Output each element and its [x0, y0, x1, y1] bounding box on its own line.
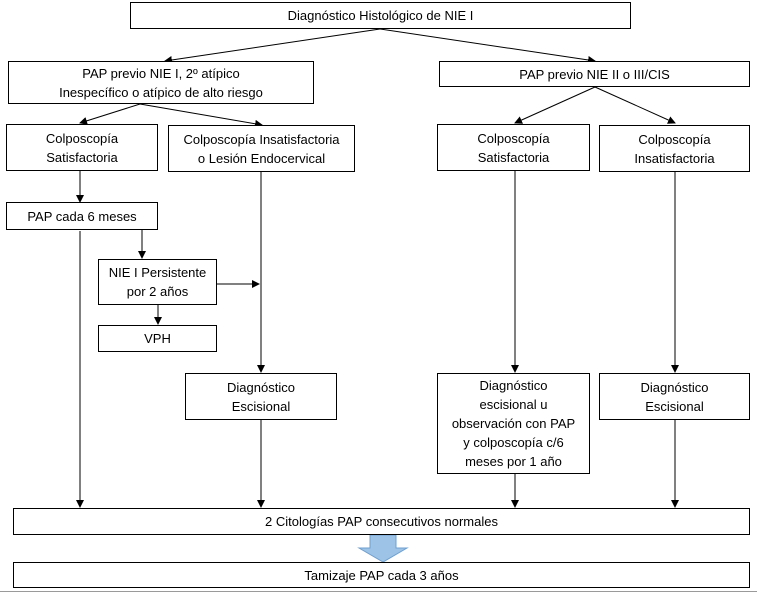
- down-block-arrow-icon: [357, 534, 409, 563]
- node-nie-persistente: NIE I Persistente por 2 años: [98, 259, 217, 305]
- node-pap-cada-6-meses: PAP cada 6 meses: [6, 202, 158, 230]
- edge-right-colpoinsat: [594, 86, 676, 124]
- node-citologias-normales: 2 Citologías PAP consecutivos normales: [13, 508, 750, 535]
- node-colposcopia-satisfactoria-left: Colposcopía Satisfactoria: [6, 124, 158, 171]
- node-left-branch: PAP previo NIE I, 2º atípico Inespecífic…: [8, 61, 314, 104]
- node-colposcopia-satisfactoria-right: Colposcopía Satisfactoria: [437, 124, 590, 171]
- edge-root-left: [164, 28, 381, 64]
- edge-root-right: [379, 28, 596, 64]
- node-diagnostico-escisional-right: Diagnóstico Escisional: [599, 373, 750, 420]
- node-diagnostico-escisional-observacion: Diagnóstico escisional u observación con…: [437, 373, 590, 474]
- node-right-branch: PAP previo NIE II o III/CIS: [439, 61, 750, 87]
- root-node: Diagnóstico Histológico de NIE I: [130, 2, 631, 29]
- edge-left-colposat: [79, 103, 141, 125]
- edge-left-colpoinsat: [139, 103, 263, 128]
- node-tamizaje-pap: Tamizaje PAP cada 3 años: [13, 562, 750, 588]
- node-diagnostico-escisional-left: Diagnóstico Escisional: [185, 373, 337, 420]
- node-colposcopia-insatisfactoria-right: Colposcopía Insatisfactoria: [599, 125, 750, 172]
- node-vph: VPH: [98, 325, 217, 352]
- node-colposcopia-insatisfactoria-left: Colposcopía Insatisfactoria o Lesión End…: [168, 125, 355, 172]
- edge-right-colposat: [514, 86, 596, 124]
- bottom-border: [0, 591, 757, 592]
